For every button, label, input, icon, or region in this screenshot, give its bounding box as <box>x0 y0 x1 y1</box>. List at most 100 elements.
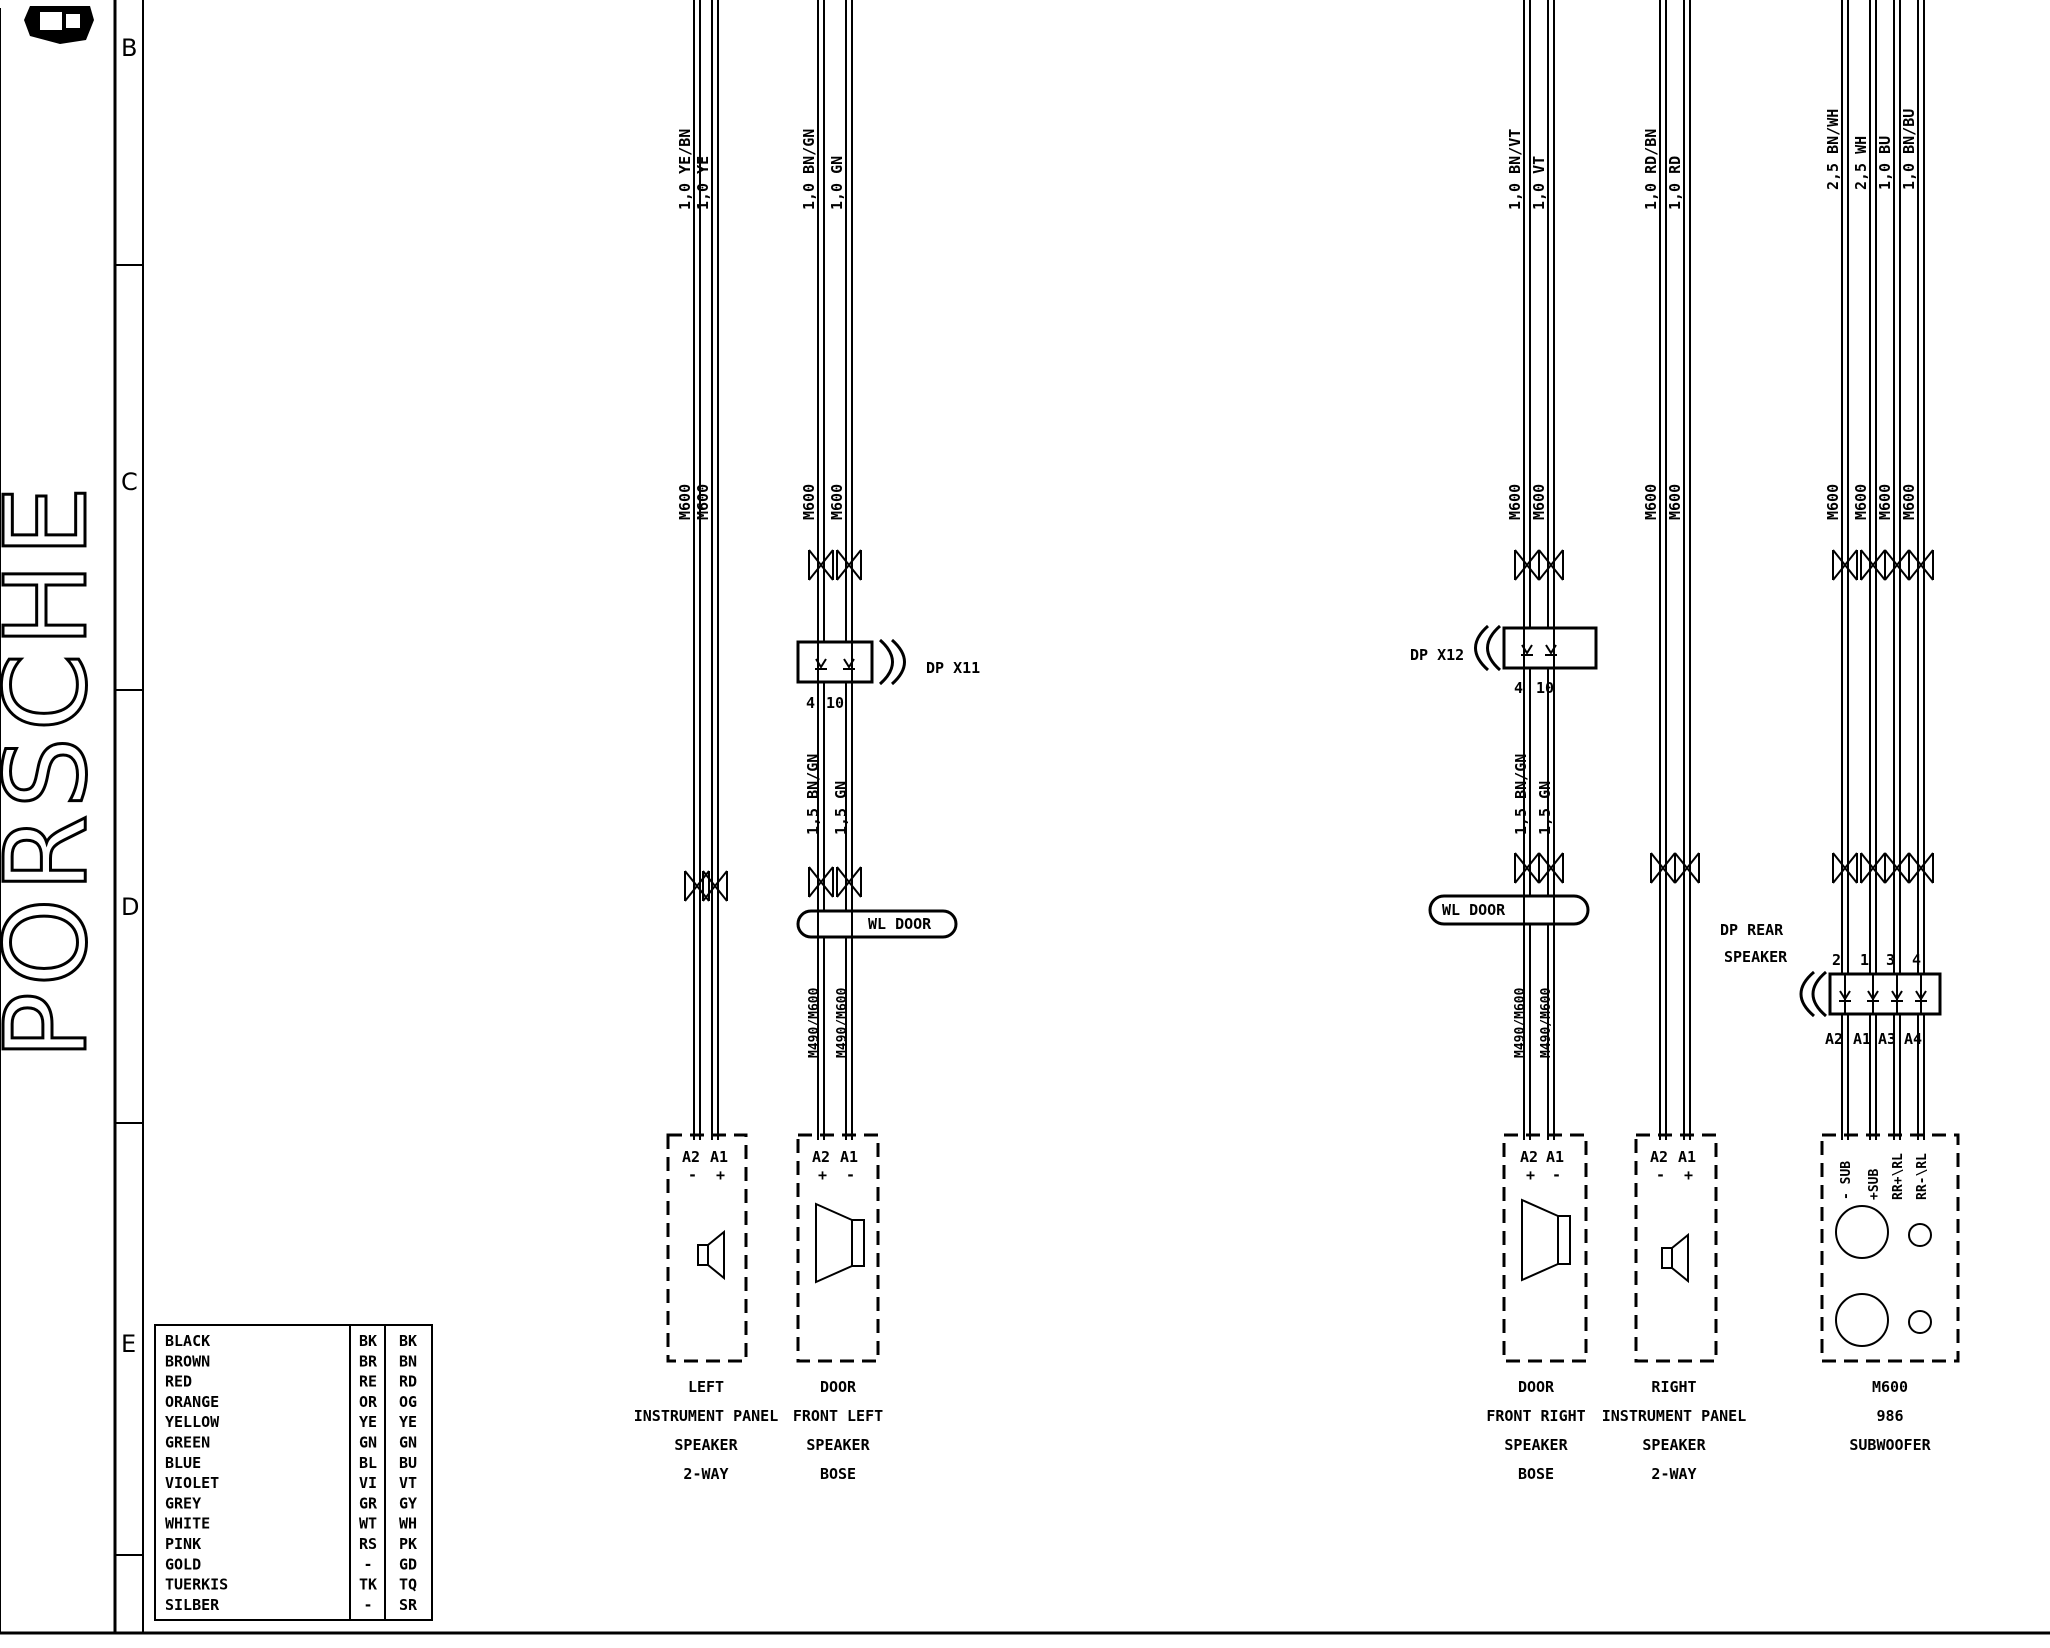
svg-text:BOSE: BOSE <box>1518 1465 1554 1483</box>
svg-text:2: 2 <box>1832 951 1841 969</box>
legend-color-code: BR <box>359 1352 378 1370</box>
svg-text:-: - <box>688 1166 697 1184</box>
legend-color-name: WHITE <box>165 1515 210 1533</box>
svg-text:FRONT LEFT: FRONT LEFT <box>793 1407 883 1425</box>
svg-text:A1: A1 <box>710 1148 728 1166</box>
svg-text:A2: A2 <box>1650 1148 1668 1166</box>
legend-color-code: RE <box>359 1373 377 1391</box>
wire-label: 1,0 RD <box>1666 156 1684 210</box>
door-fr-speaker-box: A2 A1 + - <box>1502 1133 1588 1363</box>
porsche-crest-icon <box>24 6 94 44</box>
wire-label: 1,0 VT <box>1530 156 1548 210</box>
legend-color-code: GD <box>399 1555 417 1573</box>
wire-code: M600 <box>1852 484 1870 520</box>
connector-dp-x12: DP X12 4 10 <box>1410 624 1598 697</box>
legend-color-code: VI <box>359 1474 377 1492</box>
legend-color-name: GOLD <box>165 1555 201 1573</box>
legend-color-name: YELLOW <box>165 1413 220 1431</box>
woofer-icon <box>1835 1293 1889 1347</box>
legend-color-code: WH <box>399 1515 417 1533</box>
svg-text:-: - <box>1552 1166 1561 1184</box>
svg-text:A1: A1 <box>1546 1148 1564 1166</box>
door-fl-caption: DOOR FRONT LEFT SPEAKER BOSE <box>793 1378 883 1483</box>
legend-color-code: SR <box>399 1596 418 1614</box>
legend-color-code: GN <box>359 1434 377 1452</box>
right-ip-speaker-box: A2 A1 - + <box>1634 1133 1718 1363</box>
left-ip-wires <box>693 0 719 1140</box>
wire-code: M600 <box>1530 484 1548 520</box>
wire-code: M600 <box>1666 484 1684 520</box>
legend-color-code: - <box>363 1596 372 1614</box>
subwoofer-caption: M600 986 SUBWOOFER <box>1849 1378 1931 1454</box>
legend-color-code: - <box>363 1555 372 1573</box>
legend-color-name: BLUE <box>165 1454 201 1472</box>
svg-text:INSTRUMENT PANEL: INSTRUMENT PANEL <box>1602 1407 1747 1425</box>
wire-code: M600 <box>1876 484 1894 520</box>
wire-label: 2,5 BN/WH <box>1824 109 1842 190</box>
subwoofer-box: - SUB +SUB RR+\RL RR-\RL <box>1820 1133 1960 1363</box>
legend-color-code: YE <box>399 1413 417 1431</box>
svg-text:SPEAKER: SPEAKER <box>1504 1436 1568 1454</box>
svg-text:+: + <box>1684 1166 1693 1184</box>
woofer-icon <box>1835 1205 1889 1259</box>
wire-label: 1,0 BN/VT <box>1506 129 1524 210</box>
door-fl-speaker-box: A2 A1 + - <box>796 1133 880 1363</box>
legend-color-code: TQ <box>399 1576 417 1594</box>
svg-text:A2: A2 <box>812 1148 830 1166</box>
right-ip-caption: RIGHT INSTRUMENT PANEL SPEAKER 2-WAY <box>1602 1378 1747 1483</box>
legend-color-name: BROWN <box>165 1352 210 1370</box>
speaker-large-icon <box>1521 1198 1571 1282</box>
legend-color-code: WT <box>359 1515 377 1533</box>
svg-text:INSTRUMENT PANEL: INSTRUMENT PANEL <box>634 1407 779 1425</box>
speaker-small-icon <box>1661 1232 1689 1284</box>
svg-text:+: + <box>716 1166 725 1184</box>
svg-text:4: 4 <box>806 694 815 712</box>
svg-text:WL DOOR: WL DOOR <box>868 915 932 933</box>
legend-color-code: BL <box>359 1454 377 1472</box>
wire-code: M600 <box>676 484 694 520</box>
svg-text:SPEAKER: SPEAKER <box>1724 948 1788 966</box>
svg-text:986: 986 <box>1876 1407 1903 1425</box>
wire-code: M490/M600 <box>807 987 822 1058</box>
svg-text:FRONT RIGHT: FRONT RIGHT <box>1486 1407 1585 1425</box>
svg-text:A1: A1 <box>1678 1148 1696 1166</box>
svg-text:A3: A3 <box>1878 1030 1896 1048</box>
brand-logotype: PORSCHE <box>0 480 112 1060</box>
svg-text:+: + <box>1526 1166 1535 1184</box>
wire-label: 1,5 GN <box>1536 781 1554 835</box>
legend-color-name: GREY <box>165 1494 201 1512</box>
wire-code: M600 <box>1506 484 1524 520</box>
legend-color-code: BN <box>399 1352 417 1370</box>
wire-code: M490/M600 <box>1539 987 1554 1058</box>
svg-text:M600: M600 <box>1872 1378 1908 1396</box>
svg-text:WL DOOR: WL DOOR <box>1442 901 1506 919</box>
wire-label: 1,0 RD/BN <box>1642 129 1660 210</box>
wire-label: 1,0 YE/BN <box>676 129 694 210</box>
svg-text:2-WAY: 2-WAY <box>1651 1465 1696 1483</box>
connector-dp-x11: DP X11 4 10 <box>796 638 980 712</box>
door-fr-caption: DOOR FRONT RIGHT SPEAKER BOSE <box>1486 1378 1585 1483</box>
svg-text:A2: A2 <box>682 1148 700 1166</box>
wire-label: 1,0 YE <box>694 156 712 210</box>
svg-text:SPEAKER: SPEAKER <box>1642 1436 1706 1454</box>
svg-text:DP X12: DP X12 <box>1410 646 1464 664</box>
legend-color-code: GY <box>399 1494 417 1512</box>
svg-text:LEFT: LEFT <box>688 1378 724 1396</box>
svg-text:A1: A1 <box>840 1148 858 1166</box>
svg-text:4: 4 <box>1514 679 1523 697</box>
wire-label: 1,0 GN <box>828 156 846 210</box>
wire-label: 1,5 BN/GN <box>1512 754 1530 835</box>
wire-code: M600 <box>694 484 712 520</box>
legend-color-name: VIOLET <box>165 1474 219 1492</box>
svg-text:A4: A4 <box>1904 1030 1922 1048</box>
svg-text:A2: A2 <box>1520 1148 1538 1166</box>
legend-color-code: OG <box>399 1393 417 1411</box>
svg-text:1: 1 <box>1860 951 1869 969</box>
svg-text:RR-\RL: RR-\RL <box>1915 1153 1930 1200</box>
legend-color-code: OR <box>359 1393 378 1411</box>
legend-color-code: GN <box>399 1434 417 1452</box>
row-label-b: B <box>121 34 137 62</box>
